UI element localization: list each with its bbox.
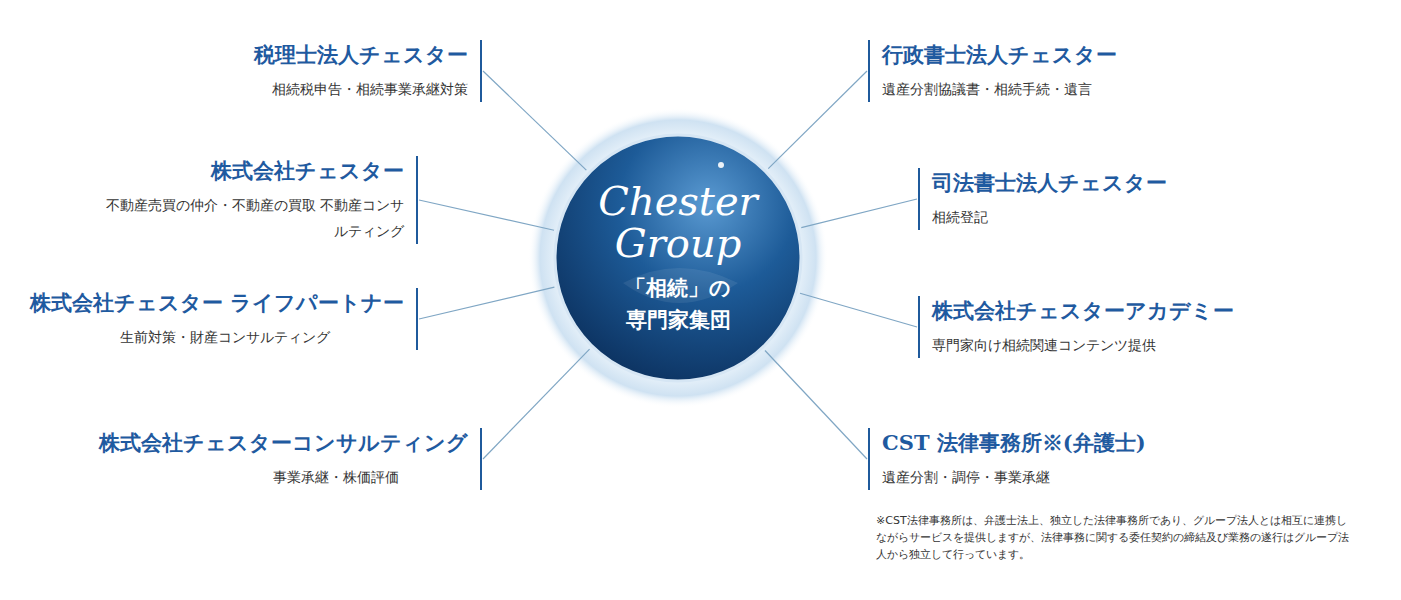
footnote: ※CST法律事務所は、弁護士法上、独立した法律事務所であり、グループ法人とは相互… [876,512,1356,563]
company-item: 株式会社チェスター不動産売買の仲介・不動産の買取 不動産コンサルティング [104,156,418,244]
company-name: 株式会社チェスターコンサルティング [99,428,468,458]
company-name: 株式会社チェスターアカデミー [932,296,1234,326]
company-item: CST 法律事務所※(弁護士) 遺産分割・調停・事業承継 [868,428,1146,490]
company-item: 株式会社チェスター ライフパートナー生前対策・財産コンサルティング [30,288,418,350]
connector-line [419,200,554,230]
company-item: 株式会社チェスターアカデミー専門家向け相続関連コンテンツ提供 [918,296,1234,358]
group-circle: Chester Group 「相続」の 専門家集団 [553,133,803,383]
service-list: 遺産分割・調停・事業承継 [882,464,1146,490]
tagline: 「相続」の 専門家集団 [613,272,743,336]
connector-line [765,351,867,459]
connector-line [801,199,917,228]
company-item: 税理士法人チェスター相続税申告・相続事業承継対策 [254,40,482,102]
brand-name: Chester Group [583,180,773,264]
service-list: 相続税申告・相続事業承継対策 [254,76,468,102]
service-list: 不動産売買の仲介・不動産の買取 不動産コンサルティング [104,192,404,244]
service-list: 生前対策・財産コンサルティング [30,324,330,350]
service-list: 遺産分割協議書・相続手続・遺言 [882,76,1117,102]
service-list: 相続登記 [932,204,1167,230]
company-name: 株式会社チェスター ライフパートナー [30,288,404,318]
company-name: 司法書士法人チェスター [932,168,1167,198]
company-name: 株式会社チェスター [104,156,404,186]
connector-line [483,71,586,170]
connector-line [419,287,554,319]
company-name: CST 法律事務所※(弁護士) [882,428,1146,458]
company-item: 行政書士法人チェスター遺産分割協議書・相続手続・遺言 [868,40,1117,102]
connector-line [768,71,867,169]
company-item: 株式会社チェスターコンサルティング事業承継・株価評価 [99,428,482,490]
connector-line [800,293,917,327]
company-item: 司法書士法人チェスター相続登記 [918,168,1167,230]
connector-line [483,349,590,459]
service-list: 専門家向け相続関連コンテンツ提供 [932,332,1232,358]
service-list: 事業承継・株価評価 [99,464,399,490]
company-name: 行政書士法人チェスター [882,40,1117,70]
company-name: 税理士法人チェスター [254,40,468,70]
outer-glow [528,108,828,408]
